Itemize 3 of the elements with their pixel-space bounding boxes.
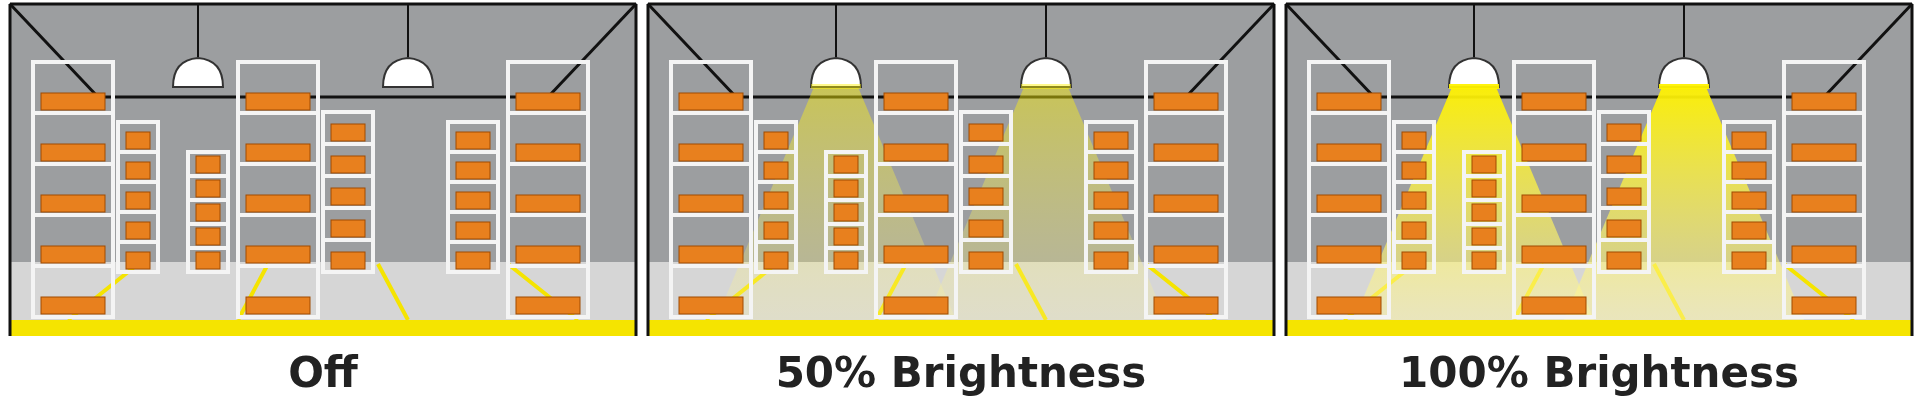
caption: 50% Brightness [775,347,1147,399]
caption: Off [288,347,358,399]
caption: 100% Brightness [1399,347,1799,399]
